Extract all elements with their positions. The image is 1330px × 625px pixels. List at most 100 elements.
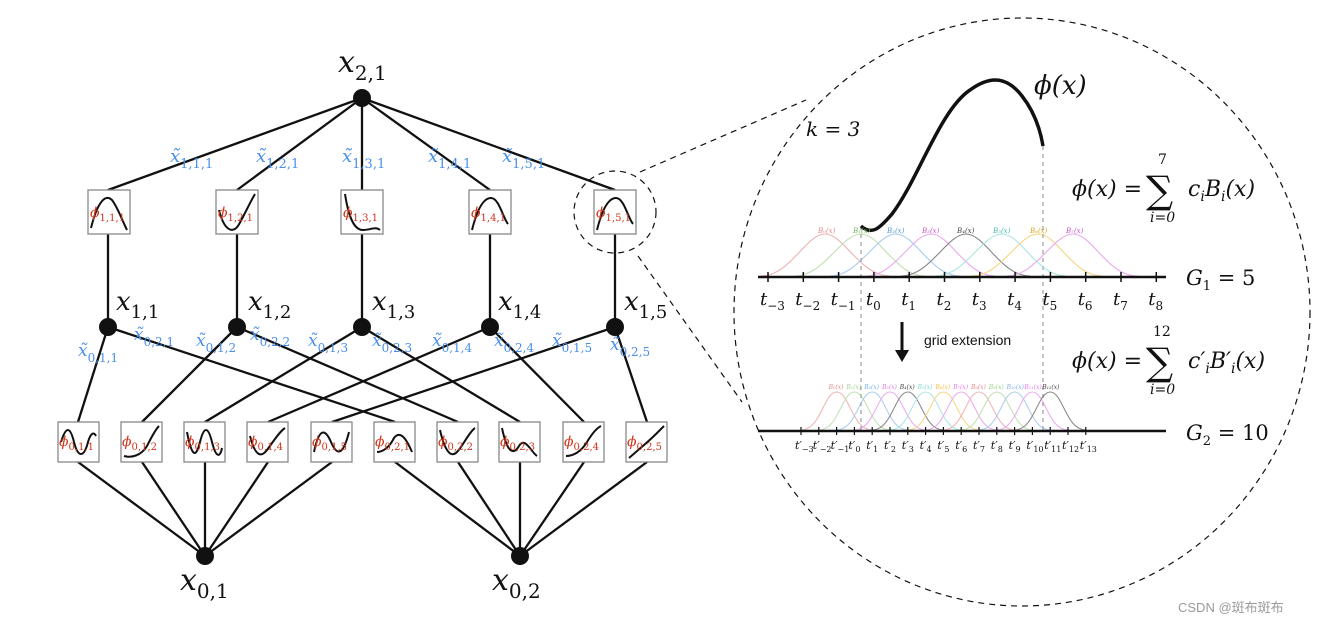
fine-basis-curve [943,391,1015,431]
label-x21: x2,1 [338,45,387,85]
edge-label-151: x̃1,5,1 [502,146,545,172]
edge-in-011 [77,461,206,557]
G1-label: G1 = 5 [1186,266,1255,294]
edge-label-021: x̃0,2,1 [134,325,174,349]
fine-tick-label: t′1 [866,439,878,454]
edge-label-141: x̃1,4,1 [428,146,471,172]
phi-label-012: ϕ0,1,2 [122,434,157,453]
fine-tick-label: t′8 [991,439,1003,454]
fine-basis-curve [889,391,962,431]
fine-basis-label: B₇(x) [952,384,969,391]
fine-basis-label: B₄(x) [899,384,916,391]
G2-label: G2 = 10 [1186,421,1269,449]
phi-label-121: ϕ1,2,1 [218,205,253,224]
edge-label-015: x̃0,1,5 [552,331,592,355]
eq1-sigma: ∑ [1146,168,1173,212]
fine-tick-label: t′12 [1062,439,1079,454]
fine-basis-label: B₈(x) [970,384,987,391]
lower-edge-labels: x̃0,1,1 x̃0,2,1 x̃0,1,2 x̃0,2,2 x̃0,1,3 … [78,325,650,365]
eq1-lhs: ϕ(x) = [1072,177,1142,202]
node-x14 [481,318,499,336]
edge-low-023 [361,326,521,423]
eq2-lhs: ϕ(x) = [1072,349,1142,374]
fine-tick-label: t′5 [937,439,949,454]
coarse-basis-0 [760,233,891,277]
fine-tick-label: t′7 [973,439,985,454]
edge-in-014 [204,461,269,557]
edge-in-022 [457,461,521,557]
fine-basis-label: B₁₀(x) [1006,384,1025,391]
edge-low-013 [204,326,363,423]
node-x12 [228,318,246,336]
label-x14: x1,4 [498,287,541,323]
grid-extension-arrow [895,322,909,362]
phi-box-025: ϕ0,2,5 [625,421,668,463]
coarse-basis-3 [865,233,996,277]
edge-low-025 [613,326,649,423]
node-x11 [99,318,117,336]
fine-tick-label: t′3 [902,439,914,454]
upper-edge-labels: x̃1,1,1 x̃1,2,1 x̃1,3,1 x̃1,4,1 x̃1,5,1 [170,146,545,172]
fine-tick-label: t′−3 [795,439,814,454]
coarse-basis-label-3: B₃(x) [921,227,940,235]
edge-label-013: x̃0,1,3 [308,331,348,355]
fine-tick-label: t′0 [848,439,860,454]
fine-tick-label: t′13 [1080,439,1097,454]
phi-label-021: ϕ0,2,1 [375,434,410,453]
coarse-basis-6 [971,233,1103,277]
edge-top-4 [361,97,491,191]
label-x15: x1,5 [624,287,667,323]
node-x01 [196,547,214,565]
eq2-lower: i=0 [1150,382,1175,398]
phi-label-014: ϕ0,1,4 [248,434,283,453]
phi-box-024: ϕ0,2,4 [562,421,605,463]
fine-basis-label: B₆(x) [934,384,951,391]
phi-label-131: ϕ1,3,1 [343,205,378,224]
edge-in-021 [394,461,521,557]
coarse-basis-1 [794,233,926,277]
fine-tick-label: t′11 [1044,439,1061,454]
fine-basis-curve [818,391,891,431]
edge-label-014: x̃0,1,4 [432,331,472,355]
zoom-circle [733,17,1311,607]
edge-label-131: x̃1,3,1 [342,146,385,172]
fine-basis-label: B₉(x) [988,384,1005,391]
label-x02: x0,2 [492,563,541,603]
edge-low-021 [107,325,396,424]
coarse-tick-label: t−2 [795,289,820,313]
phi-label-024: ϕ0,2,4 [564,434,599,453]
edge-in-015 [204,461,333,557]
coarse-tick-label: t1 [901,289,916,313]
fine-tick-label: t′−2 [813,439,832,454]
fine-basis-label: B₁₁(x) [1023,384,1042,391]
phi-label-025: ϕ0,2,5 [627,434,662,453]
edge-in-025 [519,461,648,557]
coarse-tick-label: t2 [937,289,952,313]
phi-box-021: ϕ0,2,1 [373,421,416,463]
edge-label-024: x̃0,2,4 [494,331,534,355]
phi-box-022: ϕ0,2,2 [436,421,479,463]
coarse-tick-label: t7 [1113,289,1128,313]
coarse-tick-label: t3 [972,289,987,313]
label-x11: x1,1 [116,287,159,323]
upper-phi-boxes: ϕ1,1,1 ϕ1,2,1 ϕ1,3,1 ϕ1,4,1 ϕ1,5,1 [87,189,637,235]
fine-tick-label: t′6 [955,439,967,454]
coarse-basis-curves [760,233,1138,277]
network-nodes [99,89,624,565]
phi-curve [859,78,1045,233]
fine-basis-curve [961,391,1033,431]
fine-basis-label: B₃(x) [881,384,898,391]
edge-label-121: x̃1,2,1 [256,146,299,172]
coarse-basis-labels: B₀(x) B₁(x) B₂(x) B₃(x) B₄(x) B₅(x) B₆(x… [817,227,1084,235]
fine-basis-label: B₅(x) [917,384,934,391]
edge-low-015 [331,325,616,424]
phi-label-015: ϕ0,1,5 [312,434,347,453]
fine-basis-curve [996,391,1069,431]
edge-label-111: x̃1,1,1 [170,146,213,172]
label-x12: x1,2 [248,287,291,323]
k-label: k = 3 [806,117,860,141]
edge-label-011: x̃0,1,1 [78,341,118,365]
eq1-upper: 7 [1158,152,1167,168]
